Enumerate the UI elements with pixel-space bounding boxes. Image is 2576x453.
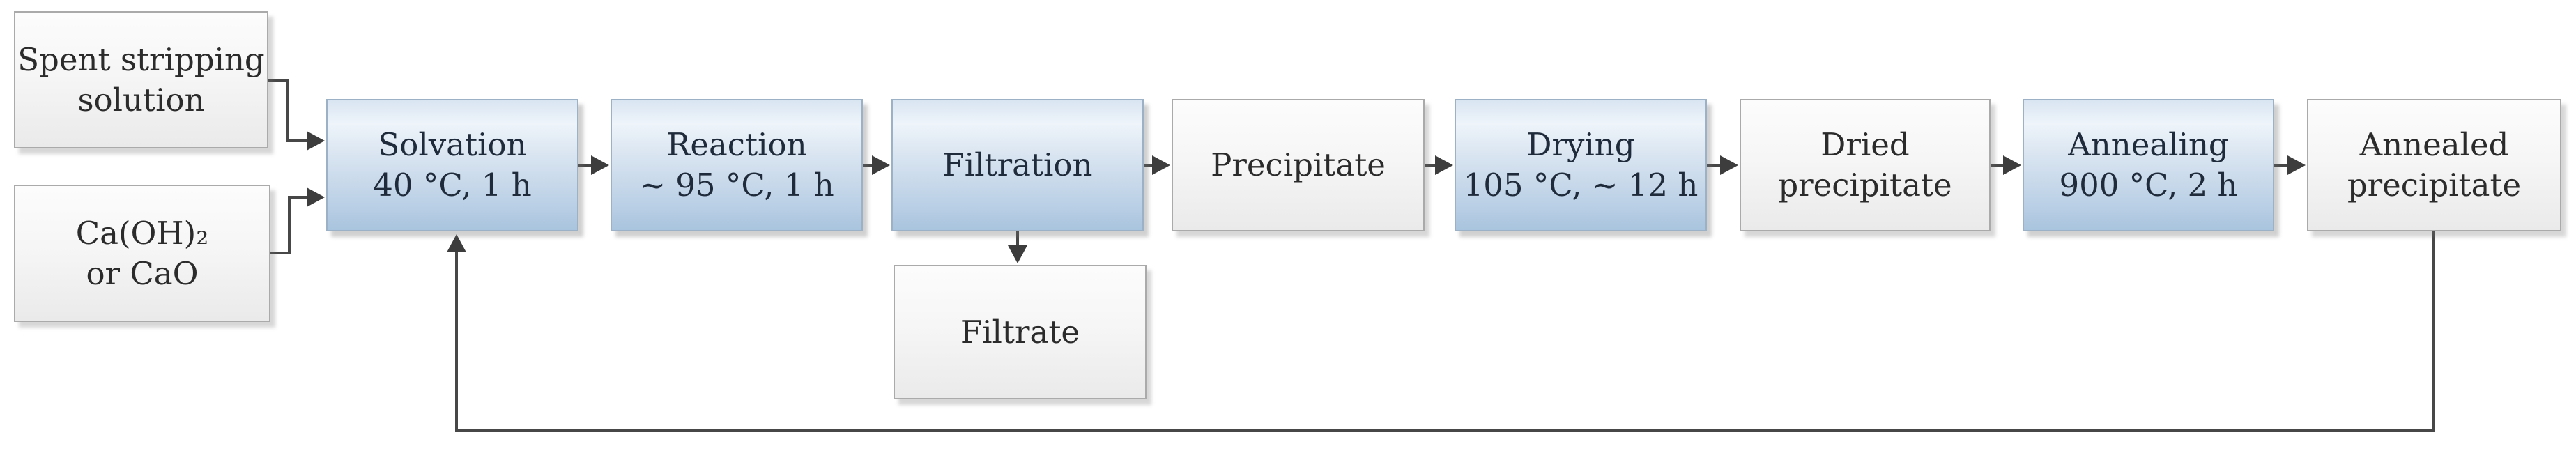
box-label: precipitate xyxy=(2347,167,2522,204)
box-label: Precipitate xyxy=(1211,146,1386,183)
box-label: solution xyxy=(77,81,205,118)
box-label: 900 °C, 2 h xyxy=(2059,167,2238,204)
box-label: Dried xyxy=(1820,126,1910,163)
box-label: Filtration xyxy=(942,146,1093,183)
box-label: Annealing xyxy=(2068,126,2229,163)
box-label: Drying xyxy=(1526,126,1635,163)
arrowhead-solvation-to-reaction xyxy=(591,155,609,175)
arrowhead-filtration-to-precipitate xyxy=(1152,155,1170,175)
box-calcium-source: Ca(OH)₂ or CaO xyxy=(14,185,270,322)
box-drying: Drying 105 °C, ~ 12 h xyxy=(1455,99,1707,231)
arrow-spent-to-solvation xyxy=(268,79,308,142)
box-label: Reaction xyxy=(666,126,807,163)
box-filtrate: Filtrate xyxy=(894,265,1147,399)
box-label: 105 °C, ~ 12 h xyxy=(1463,167,1699,204)
box-solvation: Solvation 40 °C, 1 h xyxy=(326,99,578,231)
box-label: or CaO xyxy=(86,254,199,292)
box-label: Annealed xyxy=(2359,126,2509,163)
box-label: Filtrate xyxy=(960,313,1080,351)
arrowhead-reaction-to-filtration xyxy=(872,155,890,175)
box-dried-precipitate: Dried precipitate xyxy=(1740,99,1991,231)
arrowhead-dried-to-annealing xyxy=(2003,155,2021,175)
arrowhead-annealing-to-annealed xyxy=(2287,155,2306,175)
box-label: Spent stripping xyxy=(17,40,265,78)
arrow-calcium-to-solvation xyxy=(270,196,308,254)
box-reaction: Reaction ~ 95 °C, 1 h xyxy=(611,99,863,231)
arrowhead-spent-to-solvation xyxy=(307,131,325,151)
box-label: Solvation xyxy=(378,126,527,163)
box-label: precipitate xyxy=(1778,167,1952,204)
arrowhead-recycle-to-solvation xyxy=(447,234,466,252)
box-label: 40 °C, 1 h xyxy=(373,167,532,204)
box-annealing: Annealing 900 °C, 2 h xyxy=(2023,99,2274,231)
box-label: Ca(OH)₂ xyxy=(75,214,209,252)
box-spent-stripping-solution: Spent stripping solution xyxy=(14,11,268,148)
box-annealed-precipitate: Annealed precipitate xyxy=(2307,99,2561,231)
arrowhead-calcium-to-solvation xyxy=(307,187,325,207)
arrowhead-drying-to-dried xyxy=(1720,155,1738,175)
arrowhead-filtration-to-filtrate xyxy=(1008,245,1027,263)
box-precipitate: Precipitate xyxy=(1172,99,1425,231)
box-label: ~ 95 °C, 1 h xyxy=(639,167,834,204)
box-filtration: Filtration xyxy=(891,99,1144,231)
recycle-loop-line xyxy=(455,230,2435,432)
arrowhead-precipitate-to-drying xyxy=(1435,155,1453,175)
